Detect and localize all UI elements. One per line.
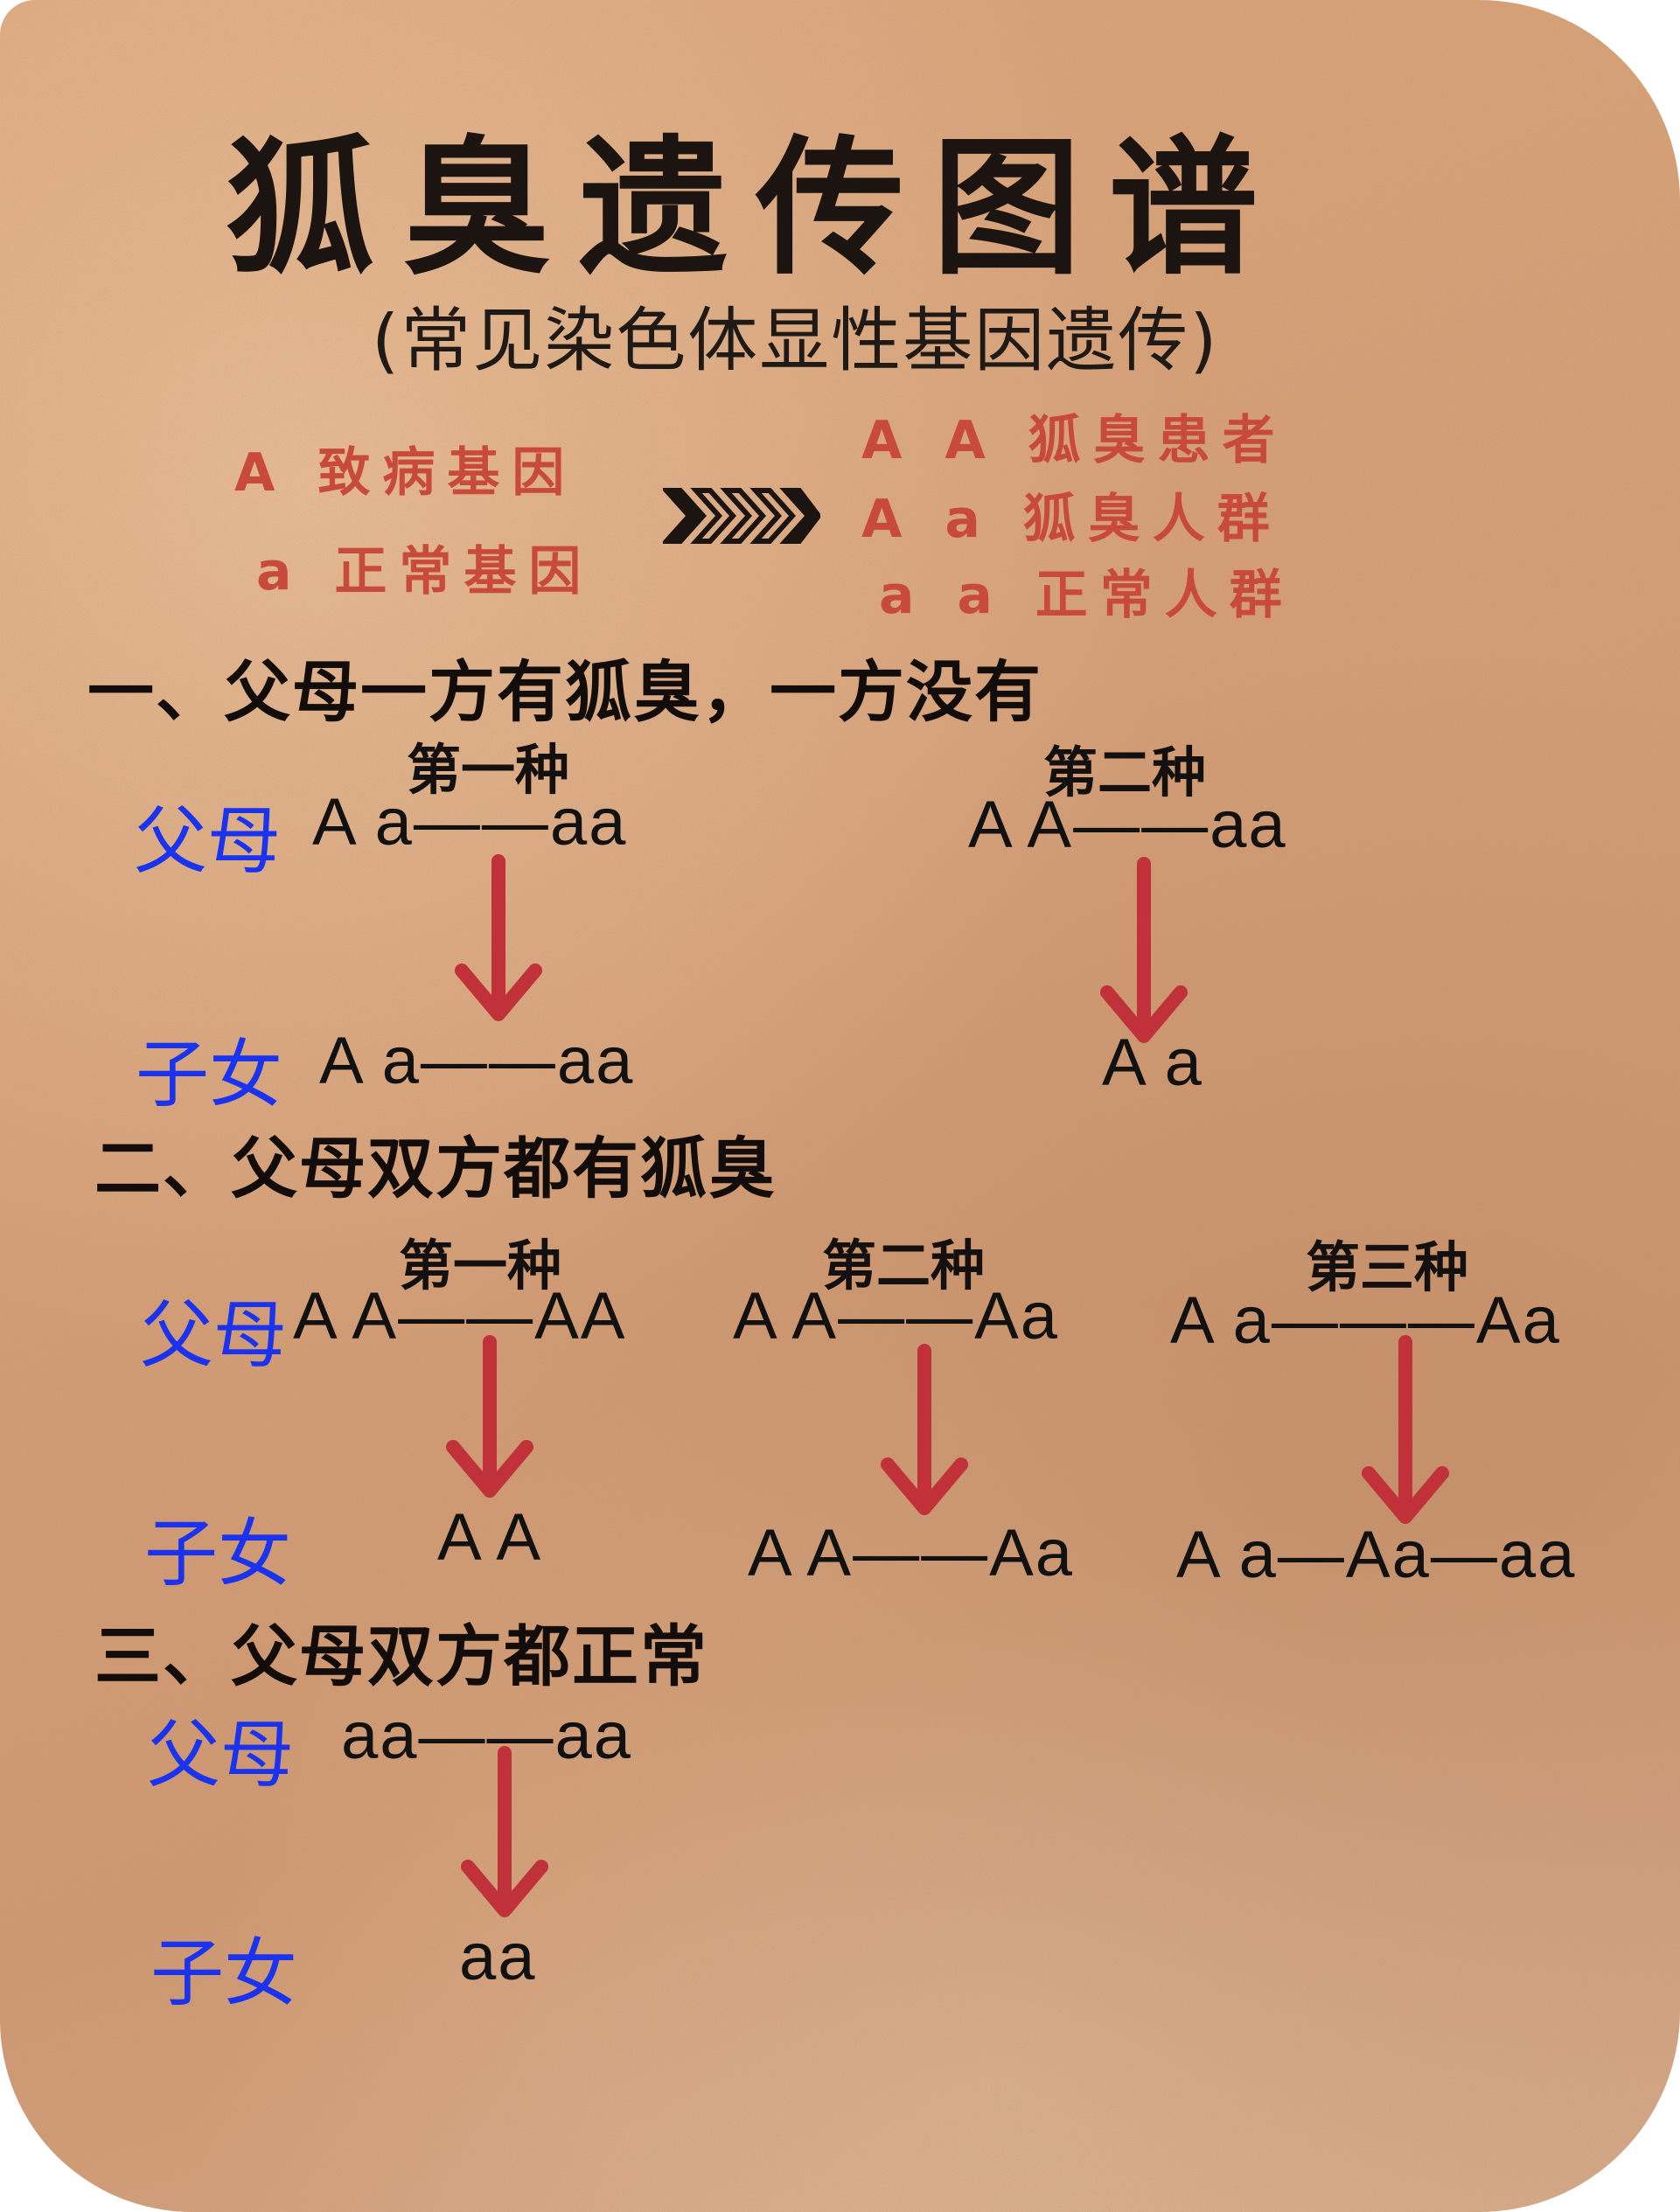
- arrow-down-icon-s1-case2: [1100, 857, 1188, 1043]
- chevron-arrows-icon: [663, 488, 820, 544]
- section1-case2-children: A a: [1102, 1026, 1203, 1100]
- page-title: 狐臭遗传图谱: [226, 121, 1286, 296]
- arrow-down-icon-s1-case1: [455, 854, 542, 1021]
- section2-heading: 二、父母双方都有狐臭: [94, 1130, 777, 1207]
- arrow-down-icon-s2-case1: [446, 1335, 533, 1498]
- section1-heading: 一、父母一方有狐臭，一方没有: [87, 653, 1042, 731]
- section3-parents-label: 父母: [147, 1712, 295, 1798]
- legend-aa-patient: A A 狐臭患者: [861, 410, 1287, 471]
- section1-case1-label: 第一种: [407, 738, 570, 802]
- section2-case2-parents: A A——Aa: [733, 1279, 1060, 1353]
- arrow-down-icon-s2-case2: [881, 1344, 968, 1515]
- section1-case1-children: A a——aa: [319, 1024, 635, 1098]
- arrow-down-icon-s2-case3: [1362, 1335, 1449, 1524]
- legend-dominant-gene: A 致病基因: [234, 442, 577, 504]
- page-subtitle: (常见染色体显性基因遗传): [372, 300, 1219, 381]
- section1-parents-label: 父母: [134, 798, 282, 884]
- section2-case3-parents: A a———Aa: [1170, 1283, 1561, 1358]
- section2-case1-label: 第一种: [399, 1234, 562, 1297]
- section3-children-label: 子女: [150, 1930, 298, 2016]
- legend-recessive-gene: a 正常基因: [256, 541, 594, 602]
- section1-case2-parents: A A——aa: [968, 788, 1287, 862]
- section3-heading: 三、父母双方都正常: [94, 1617, 708, 1695]
- section2-case3-label: 第三种: [1306, 1235, 1469, 1299]
- section2-children-label: 子女: [144, 1511, 292, 1596]
- section1-case2-label: 第二种: [1043, 741, 1207, 804]
- section1-case1-parents: A a——aa: [312, 785, 628, 859]
- section2-case1-parents: A A——AA: [293, 1279, 627, 1353]
- legend-aa-normal: a a 正常人群: [879, 565, 1294, 626]
- section1-children-label: 子女: [136, 1032, 283, 1117]
- section3-case1-children: aa: [459, 1920, 537, 1994]
- section2-case2-label: 第二种: [822, 1234, 986, 1297]
- section3-case1-parents: aa——aa: [341, 1699, 633, 1773]
- section2-case2-children: A A——Aa: [748, 1516, 1075, 1590]
- legend-Aa-carrier: A a 狐臭人群: [861, 489, 1282, 550]
- section2-case1-children: A A: [437, 1500, 543, 1575]
- section2-parents-label: 父母: [140, 1292, 288, 1378]
- arrow-down-icon-s3-case1: [461, 1746, 548, 1917]
- section2-case3-children: A a—Aa—aa: [1176, 1518, 1577, 1592]
